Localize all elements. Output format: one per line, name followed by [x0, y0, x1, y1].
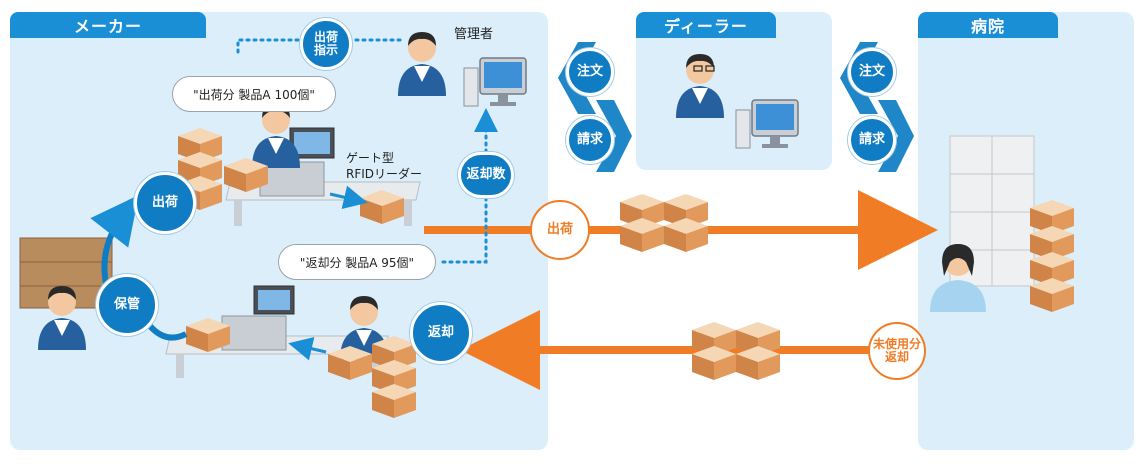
- invoice-badge-left: 請求: [566, 116, 614, 164]
- order-badge-right: 注文: [848, 48, 896, 96]
- storage-badge: 保管: [96, 274, 158, 336]
- hospital-tab: 病院: [918, 12, 1058, 38]
- return-badge: 返却: [410, 302, 472, 364]
- return-speech-bubble: "返却分 製品A 95個": [278, 244, 436, 280]
- return-count-dots-down: [438, 196, 488, 264]
- unused-return-badge: 未使用分 返却: [868, 322, 926, 380]
- return-count-badge: 返却数: [458, 152, 514, 198]
- dealer-tab: ディーラー: [636, 12, 776, 38]
- order-badge-left: 注文: [566, 48, 614, 96]
- invoice-badge-right: 請求: [848, 116, 896, 164]
- ship-instruction-dots-left: [236, 38, 300, 58]
- ship-instruction-badge: 出荷 指示: [300, 18, 352, 70]
- invoice-chevron-left: [596, 100, 632, 172]
- dealer-illustration: [676, 54, 799, 149]
- ship-speech-bubble: "出荷分 製品A 100個": [172, 76, 336, 112]
- maker-tab: メーカー: [10, 12, 206, 38]
- admin-label: 管理者: [454, 27, 494, 42]
- transit-box-ship: [620, 194, 708, 252]
- nurse-illustration: [930, 244, 986, 312]
- gate-reader-label: ゲート型 RFIDリーダー: [346, 151, 423, 182]
- invoice-chevron-right: [878, 100, 914, 172]
- return-to-storage-arrow: [147, 323, 188, 341]
- return-box-stack: [186, 318, 416, 418]
- hospital-box-stack: [1030, 200, 1074, 312]
- ship-flow-badge: 出荷: [530, 200, 590, 260]
- dealer-panel: [636, 12, 832, 170]
- ship-badge: 出荷: [134, 172, 196, 234]
